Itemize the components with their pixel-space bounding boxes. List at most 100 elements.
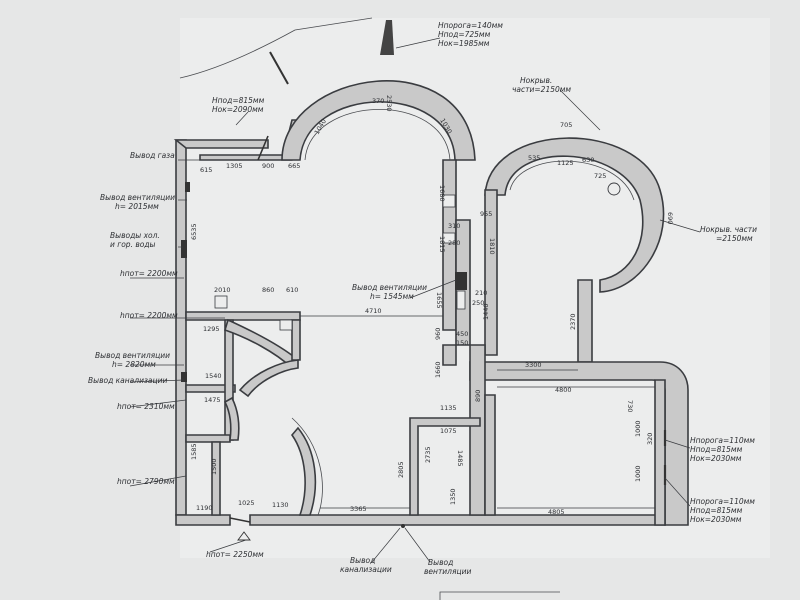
title-block-edge xyxy=(439,591,560,600)
dim-4805: 4805 xyxy=(548,508,565,516)
svg-text:Нпод=725мм: Нпод=725мм xyxy=(438,30,491,39)
dim-280: 280 xyxy=(448,239,460,247)
top-window-stroke xyxy=(269,51,289,85)
wall-center-vertical-low xyxy=(442,344,457,366)
curved-partition-low xyxy=(223,396,240,441)
bay-inner-wall xyxy=(577,279,593,363)
svg-text:Нпод=815мм: Нпод=815мм xyxy=(212,96,265,105)
dim-6535: 6535 xyxy=(190,223,198,240)
note-h2200b: hпот= 2200мм xyxy=(120,311,178,320)
dim-1305: 1305 xyxy=(226,162,243,170)
note-sewer-bottom: Вывод канализации xyxy=(340,556,392,574)
right-dimension-line xyxy=(497,369,655,509)
dim-1125: 1125 xyxy=(557,159,574,167)
wall-room-right xyxy=(654,379,666,526)
svg-text:Вывод вентиляции: Вывод вентиляции xyxy=(352,283,427,292)
note-door-top: Нпорога=140мм Нпод=725мм Нок=1985мм xyxy=(438,21,503,48)
dim-705: 705 xyxy=(560,121,572,129)
note-window-bay-right: Нокрыв. части =2150мм xyxy=(700,225,757,243)
note-h2200a: hпот= 2200мм xyxy=(120,269,178,278)
svg-text:Нпод=815мм: Нпод=815мм xyxy=(690,506,743,515)
dim-450: 450 xyxy=(456,330,468,338)
dim-310: 310 xyxy=(448,222,460,230)
dim-1585: 1585 xyxy=(190,443,198,460)
curved-wall-center xyxy=(290,426,317,516)
small-box xyxy=(279,319,293,331)
svg-text:Вывод: Вывод xyxy=(350,556,375,565)
dim-900: 900 xyxy=(262,162,274,170)
outer-wall-bottom xyxy=(175,514,666,526)
top-door-post xyxy=(380,20,394,55)
note-h2790: hпот= 2790мм xyxy=(117,477,175,486)
water-outlet-marker xyxy=(181,240,187,258)
dim-1680: 1680 xyxy=(438,185,446,202)
dim-1135: 1135 xyxy=(440,404,457,412)
note-vent1: Вывод вентиляции h= 2015мм xyxy=(100,193,175,211)
entry-door-mark xyxy=(229,517,251,523)
dim-2370: 2370 xyxy=(569,313,577,330)
wall-left-rooms-low xyxy=(185,434,231,443)
vent-outlet-marker xyxy=(185,182,190,192)
dim-1660: 1660 xyxy=(434,361,442,378)
svg-text:Вывод вентиляции: Вывод вентиляции xyxy=(100,193,175,202)
dim-1810: 1810 xyxy=(488,238,496,255)
svg-text:вентиляции: вентиляции xyxy=(424,567,471,576)
dim-4710: 4710 xyxy=(365,307,382,315)
note-gas: Вывод газа xyxy=(130,151,175,160)
dim-690: 690 xyxy=(666,212,674,224)
vent-shaft-fill xyxy=(455,272,467,290)
top-apse-wall xyxy=(281,80,476,161)
outer-wall-left xyxy=(175,139,187,516)
svg-text:h= 2820мм: h= 2820мм xyxy=(112,360,156,369)
note-door-right2: Нпорога=110мм Нпод=815мм Нок=2030мм xyxy=(690,497,755,524)
dim-725: 725 xyxy=(594,172,606,180)
svg-text:части=2150мм: части=2150мм xyxy=(512,85,571,94)
dim-630: 630 xyxy=(582,156,594,164)
svg-text:Выводы хол.: Выводы хол. xyxy=(110,231,160,240)
wall-left-rooms-top xyxy=(185,311,301,321)
dim-1000a: 1000 xyxy=(634,420,642,437)
dim-2530: 2530 xyxy=(385,95,393,112)
dim-2805: 2805 xyxy=(397,461,405,478)
dim-1350: 1350 xyxy=(449,488,457,505)
svg-text:Нокрыв.: Нокрыв. xyxy=(520,76,552,85)
svg-text:Нокрыв. части: Нокрыв. части xyxy=(700,225,757,234)
note-vent-center: Вывод вентиляции h= 1545мм xyxy=(352,283,427,301)
svg-text:и гор. воды: и гор. воды xyxy=(110,240,156,249)
dim-2735: 2735 xyxy=(424,446,432,463)
svg-text:Нпорога=140мм: Нпорога=140мм xyxy=(438,21,503,30)
top-apse-inner-line xyxy=(304,109,451,161)
dim-610: 610 xyxy=(286,286,298,294)
svg-text:h= 2015мм: h= 2015мм xyxy=(115,202,159,211)
outer-wall-right-bay xyxy=(484,189,498,356)
gas-box xyxy=(214,295,228,309)
vent-shaft-box xyxy=(456,290,466,310)
note-sewer-left: Вывод канализации xyxy=(88,376,168,385)
dim-1655: 1655 xyxy=(435,292,443,309)
outer-wall-top-left xyxy=(173,139,269,149)
dim-370: 370 xyxy=(372,97,384,105)
dim-1815: 1815 xyxy=(438,236,446,253)
svg-text:Нок=2030мм: Нок=2030мм xyxy=(690,454,742,463)
svg-text:канализации: канализации xyxy=(340,565,392,574)
leader-lines xyxy=(129,37,701,563)
bay-column xyxy=(607,182,621,196)
curved-wall-center-guide xyxy=(291,417,323,516)
dim-1500: 1500 xyxy=(210,458,218,475)
svg-text:Вывод вентиляции: Вывод вентиляции xyxy=(95,351,170,360)
dim-960: 960 xyxy=(434,328,442,340)
dim-1540: 1540 xyxy=(205,372,222,380)
svg-text:Нпод=815мм: Нпод=815мм xyxy=(690,445,743,454)
sewer-outlet-marker xyxy=(181,372,187,382)
wall-corridor xyxy=(469,344,486,516)
dim-665: 665 xyxy=(288,162,300,170)
dim-1000b: 1000 xyxy=(634,465,642,482)
dim-4800: 4800 xyxy=(555,386,572,394)
svg-text:Нок=2030мм: Нок=2030мм xyxy=(690,515,742,524)
note-vent-bottom: Вывод вентиляции xyxy=(424,558,471,576)
wall-bath xyxy=(409,417,481,516)
svg-text:Вывод: Вывод xyxy=(428,558,453,567)
note-window-left-top: Нпод=815мм Нок=2090мм xyxy=(212,96,265,114)
dim-210: 210 xyxy=(475,289,487,297)
